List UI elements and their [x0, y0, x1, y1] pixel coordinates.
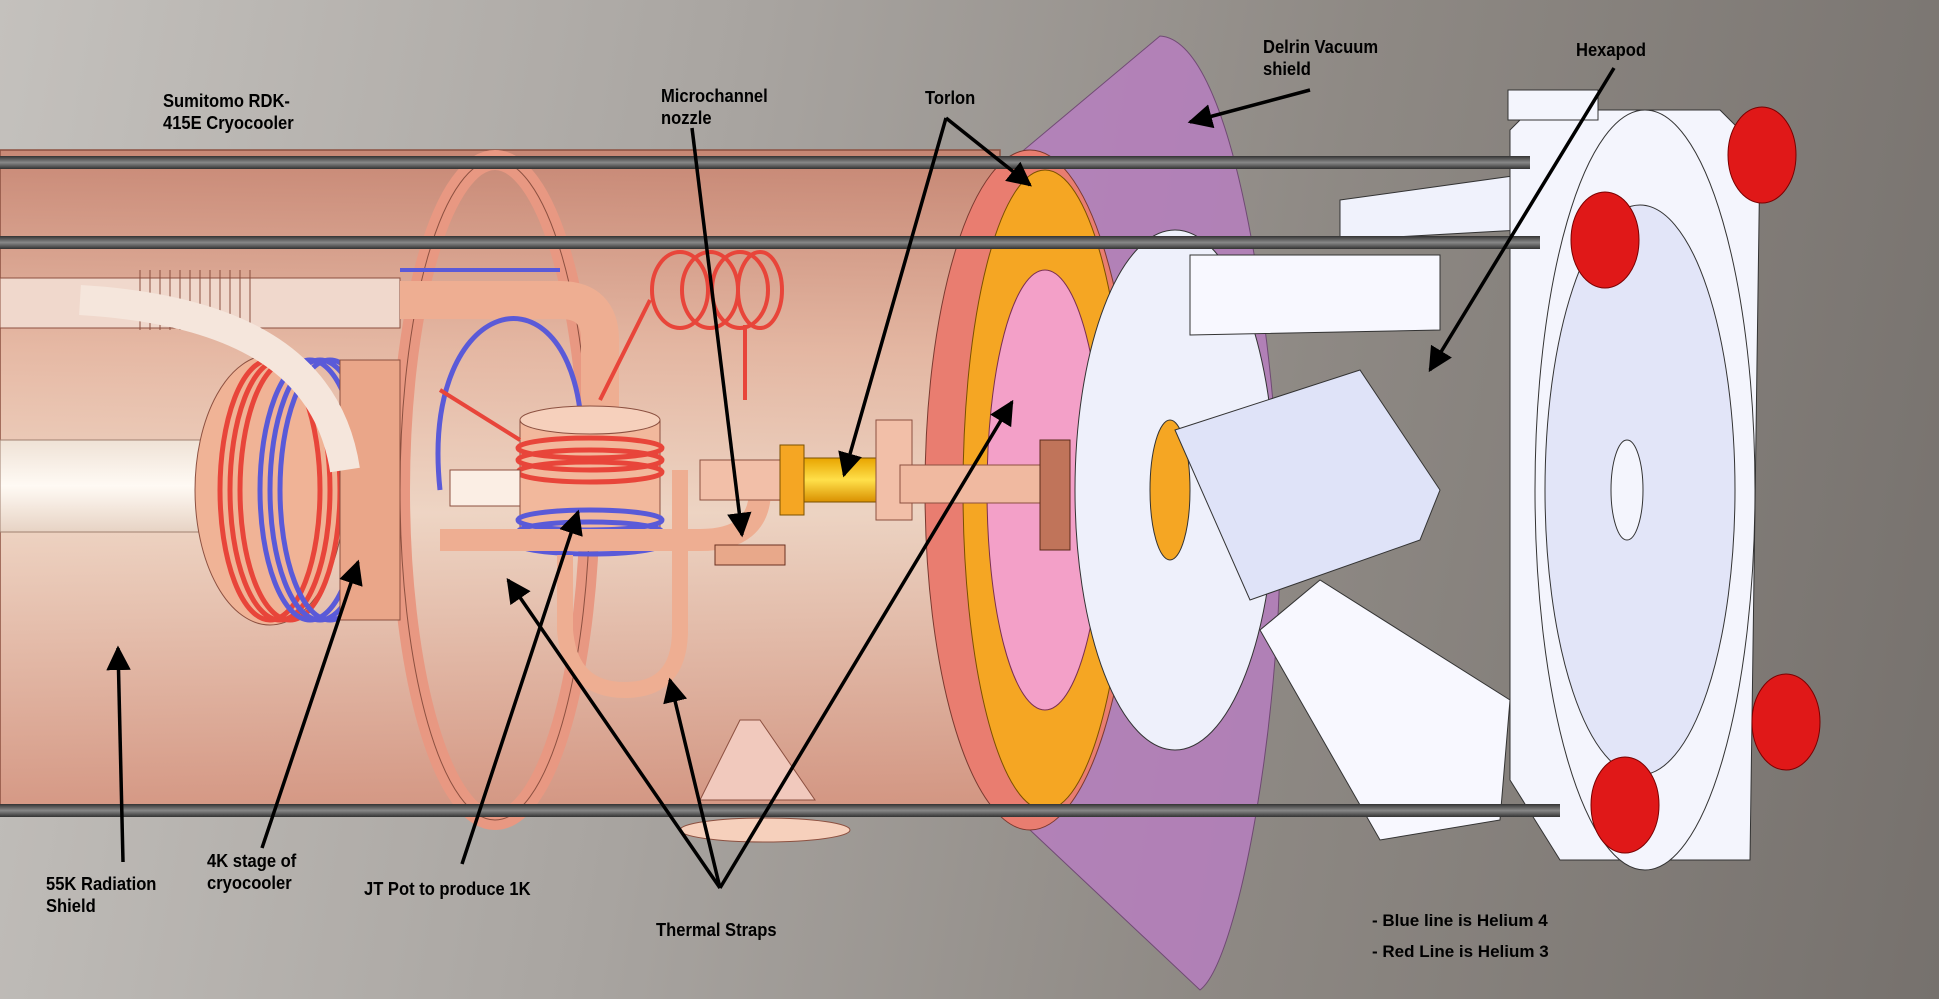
arrow-hexapod — [1428, 67, 1616, 373]
knob-3 — [1751, 673, 1821, 771]
arrow-strap-2 — [663, 677, 722, 889]
label-delrin-vacuum-shield: Delrin Vacuum shield — [1263, 37, 1379, 79]
legend-helium3: - Red Line is Helium 3 — [1372, 942, 1549, 961]
label-cryocooler: Sumitomo RDK- 415E Cryocooler — [163, 91, 294, 133]
label-4k-stage: 4K stage of cryocooler — [207, 851, 297, 893]
arrow-55k — [106, 645, 131, 863]
arrow-4k — [260, 559, 363, 849]
4k-stage — [194, 354, 401, 626]
callout-arrows — [106, 67, 1616, 889]
arrow-delrin — [1187, 88, 1311, 129]
knob-2 — [1570, 191, 1640, 289]
arrow-torlon-1 — [838, 117, 948, 478]
label-microchannel-nozzle: Microchannel nozzle — [661, 86, 768, 128]
label-55k-radiation-shield: 55K Radiation Shield — [46, 874, 157, 916]
arrow-jtpot — [460, 509, 583, 865]
label-hexapod: Hexapod — [1576, 40, 1646, 60]
arrow-strap-1 — [506, 577, 722, 889]
arrow-torlon-2 — [944, 116, 1032, 187]
knob-icons — [1570, 106, 1821, 854]
cryocooler-hoses — [0, 268, 619, 473]
label-torlon: Torlon — [925, 88, 976, 108]
knob-1 — [1727, 106, 1797, 204]
label-jt-pot: JT Pot to produce 1K — [364, 879, 531, 899]
legend-helium4: - Blue line is Helium 4 — [1372, 911, 1548, 930]
helium3-coil — [438, 250, 784, 442]
label-thermal-straps: Thermal Straps — [656, 920, 777, 940]
cold-head-tube — [0, 439, 216, 533]
arrow-strap-3 — [718, 399, 1014, 889]
arrow-nozzle — [690, 127, 752, 538]
hexapod — [1074, 89, 1761, 871]
knob-4 — [1590, 756, 1660, 854]
support-rods — [0, 156, 1560, 817]
